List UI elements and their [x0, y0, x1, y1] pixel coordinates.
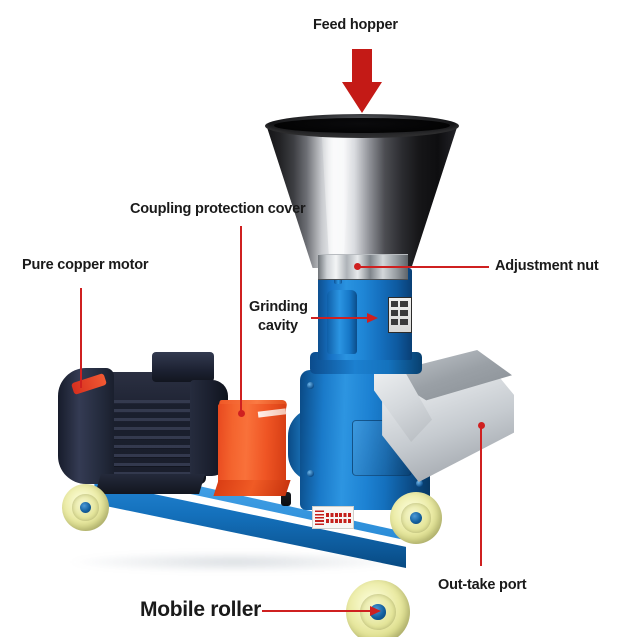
gearbox-bolt	[307, 382, 314, 389]
feed-arrow-head	[342, 82, 382, 113]
label-mobile-roller: Mobile roller	[140, 598, 261, 621]
mobile-roller-rear	[62, 484, 109, 531]
motor-junction-box	[152, 352, 214, 382]
gearbox-bolt	[307, 470, 314, 477]
leader-line-grinding-cavity	[311, 317, 369, 320]
roller-hub	[409, 511, 423, 525]
label-adjustment-nut: Adjustment nut	[495, 258, 599, 274]
leader-arrow-mobile-roller	[370, 606, 381, 616]
leader-line-mobile-roller	[262, 610, 374, 613]
leader-line-adjustment-nut	[357, 266, 489, 269]
hopper-cone	[267, 127, 457, 268]
leader-line-outtake-port	[480, 426, 483, 566]
ground-shadow	[70, 552, 400, 572]
label-out-take-port: Out-take port	[438, 577, 527, 593]
grinding-cavity-boss	[327, 290, 357, 354]
label-grinding-cavity-line1: Grinding	[249, 299, 308, 315]
leader-line-motor	[80, 288, 83, 388]
specification-sticker	[312, 506, 354, 529]
base-foot	[281, 492, 291, 506]
warning-label-sticker	[388, 297, 412, 333]
label-coupling-protection-cover: Coupling protection cover	[130, 201, 306, 217]
leader-dot-coupling-cover	[238, 410, 245, 417]
coupling-protection-cover	[218, 404, 286, 492]
label-pure-copper-motor: Pure copper motor	[22, 257, 149, 273]
hopper-opening	[274, 118, 450, 133]
sticker-logo-mark	[315, 510, 324, 525]
leader-dot-adjustment-nut	[354, 263, 361, 270]
sticker-text-lines	[326, 512, 351, 523]
roller-hub	[79, 501, 92, 514]
mobile-roller-mid	[390, 492, 442, 544]
motor-mounting-foot	[95, 474, 205, 494]
feed-arrow-shaft	[352, 49, 372, 85]
leader-dot-outtake-port	[478, 422, 485, 429]
label-grinding-cavity-line2: cavity	[258, 318, 298, 334]
leader-line-coupling-cover	[240, 226, 243, 414]
label-feed-hopper: Feed hopper	[313, 17, 398, 33]
coupling-cover-base-plate	[213, 480, 291, 496]
leader-arrow-grinding-cavity	[367, 313, 378, 323]
gearbox-bolt	[416, 480, 423, 487]
feed-hopper	[262, 112, 462, 282]
